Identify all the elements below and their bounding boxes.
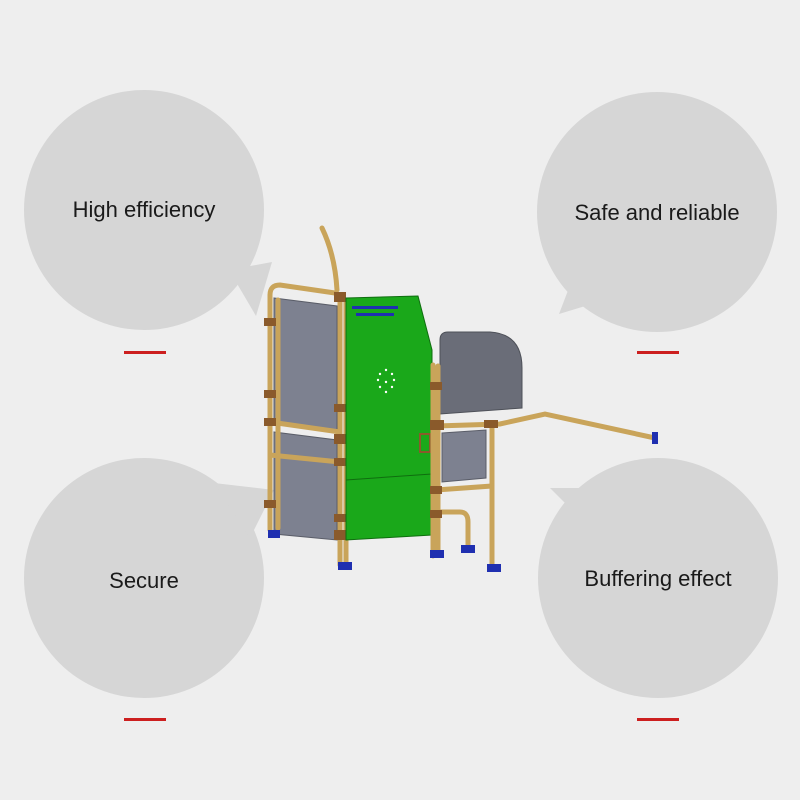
speech-bubble-shape [537, 92, 777, 332]
speech-bubble-shape [538, 458, 778, 698]
feature-label: Secure [109, 568, 179, 593]
feature-bubble-high-efficiency: High efficiency [24, 90, 272, 330]
pipe-joints [430, 382, 498, 518]
feature-bubble-safe-reliable: Safe and reliable [537, 92, 777, 332]
base-feet [268, 432, 658, 572]
feature-label: Buffering effect [584, 566, 732, 591]
feature-label: Safe and reliable [574, 200, 740, 225]
speech-bubble-shape [24, 90, 272, 330]
green-cabinet [345, 295, 433, 541]
feature-bubble-buffering-effect: Buffering effect [538, 458, 778, 698]
cabinet-indicator-dots [376, 368, 396, 394]
gate-panel-lower [273, 431, 338, 541]
accent-underline [124, 718, 166, 721]
feature-bubble-secure: Secure [24, 458, 274, 698]
turnstile-machine-illustration [264, 225, 658, 572]
gate-panel-right-upper [439, 331, 523, 415]
gate-panel-right-lower [441, 429, 487, 483]
feature-label: High efficiency [72, 197, 216, 222]
accent-underline [124, 351, 166, 354]
gate-panel-upper [273, 297, 338, 431]
cabinet-label-strip [352, 306, 398, 309]
pipe-joints [264, 292, 346, 540]
accent-underline [637, 351, 679, 354]
cabinet-latch [419, 433, 431, 453]
accent-underline [637, 718, 679, 721]
speech-bubble-shape [24, 458, 274, 698]
cabinet-seam [345, 473, 433, 481]
cabinet-label-strip [356, 313, 394, 316]
frame-pipes-right [430, 362, 658, 569]
